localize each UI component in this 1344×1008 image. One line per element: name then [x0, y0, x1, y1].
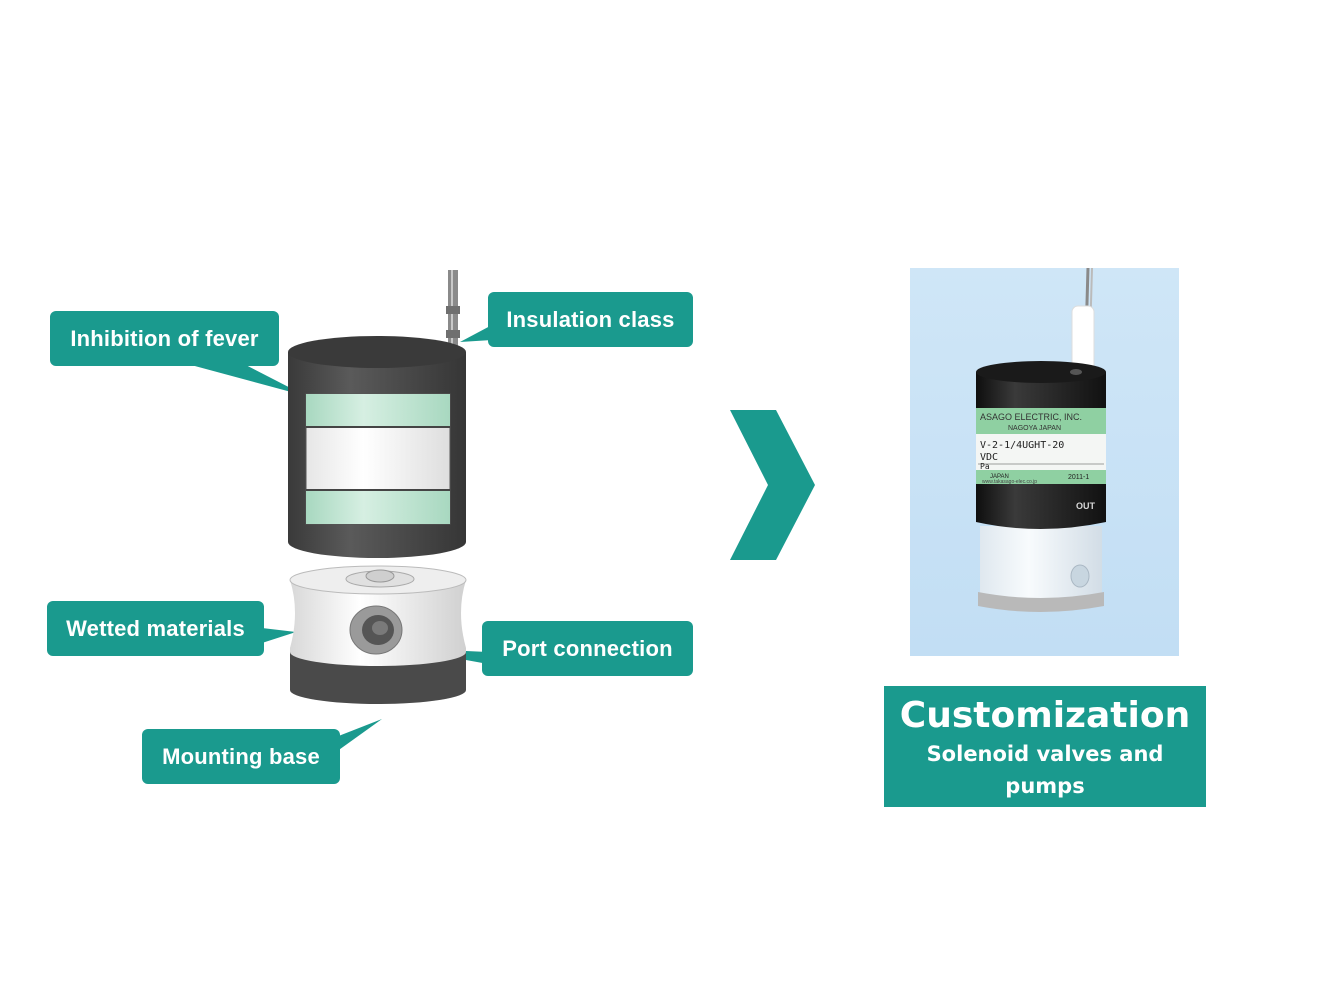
label-model: V-2-1/4UGHT-20	[980, 440, 1064, 451]
label-origin: JAPAN	[990, 474, 1009, 480]
customization-title: Customization	[899, 695, 1191, 736]
wetted-materials-callout: Wetted materials	[47, 601, 264, 656]
label-pressure: Pa	[980, 462, 990, 471]
lead-wire	[446, 270, 460, 360]
port-connection-callout: Port connection	[482, 621, 693, 676]
label-city: NAGOYA JAPAN	[1008, 425, 1061, 432]
label-voltage: VDC	[980, 452, 998, 463]
label-year: 2011-1	[1068, 474, 1089, 481]
insulation-pointer	[460, 325, 492, 342]
customization-panel: Customization Solenoid valves and pumps …	[884, 686, 1206, 830]
inhibition-of-fever-callout: Inhibition of fever	[50, 311, 279, 366]
wetted-pointer	[262, 628, 296, 643]
base-pointer	[336, 719, 382, 752]
customization-subtitle-line2: for special circumstance	[900, 806, 1190, 830]
insulation-class-callout: Insulation class	[488, 292, 693, 347]
label-maker: ASAGO ELECTRIC, INC.	[980, 412, 1082, 422]
customization-subtitle-line1: Solenoid valves and pumps	[926, 742, 1164, 798]
fever-pointer	[180, 362, 306, 396]
mounting-base-callout: Mounting base	[142, 729, 340, 784]
coil-assembly	[288, 336, 466, 558]
product-photo: ASAGO ELECTRIC, INC. NAGOYA JAPAN V-2-1/…	[910, 268, 1179, 656]
label-website: www.takasago-elec.co.jp	[982, 479, 1037, 485]
valve-body	[289, 565, 467, 704]
label-port-mark: OUT	[1076, 501, 1096, 511]
chevron-right-icon	[730, 410, 815, 560]
